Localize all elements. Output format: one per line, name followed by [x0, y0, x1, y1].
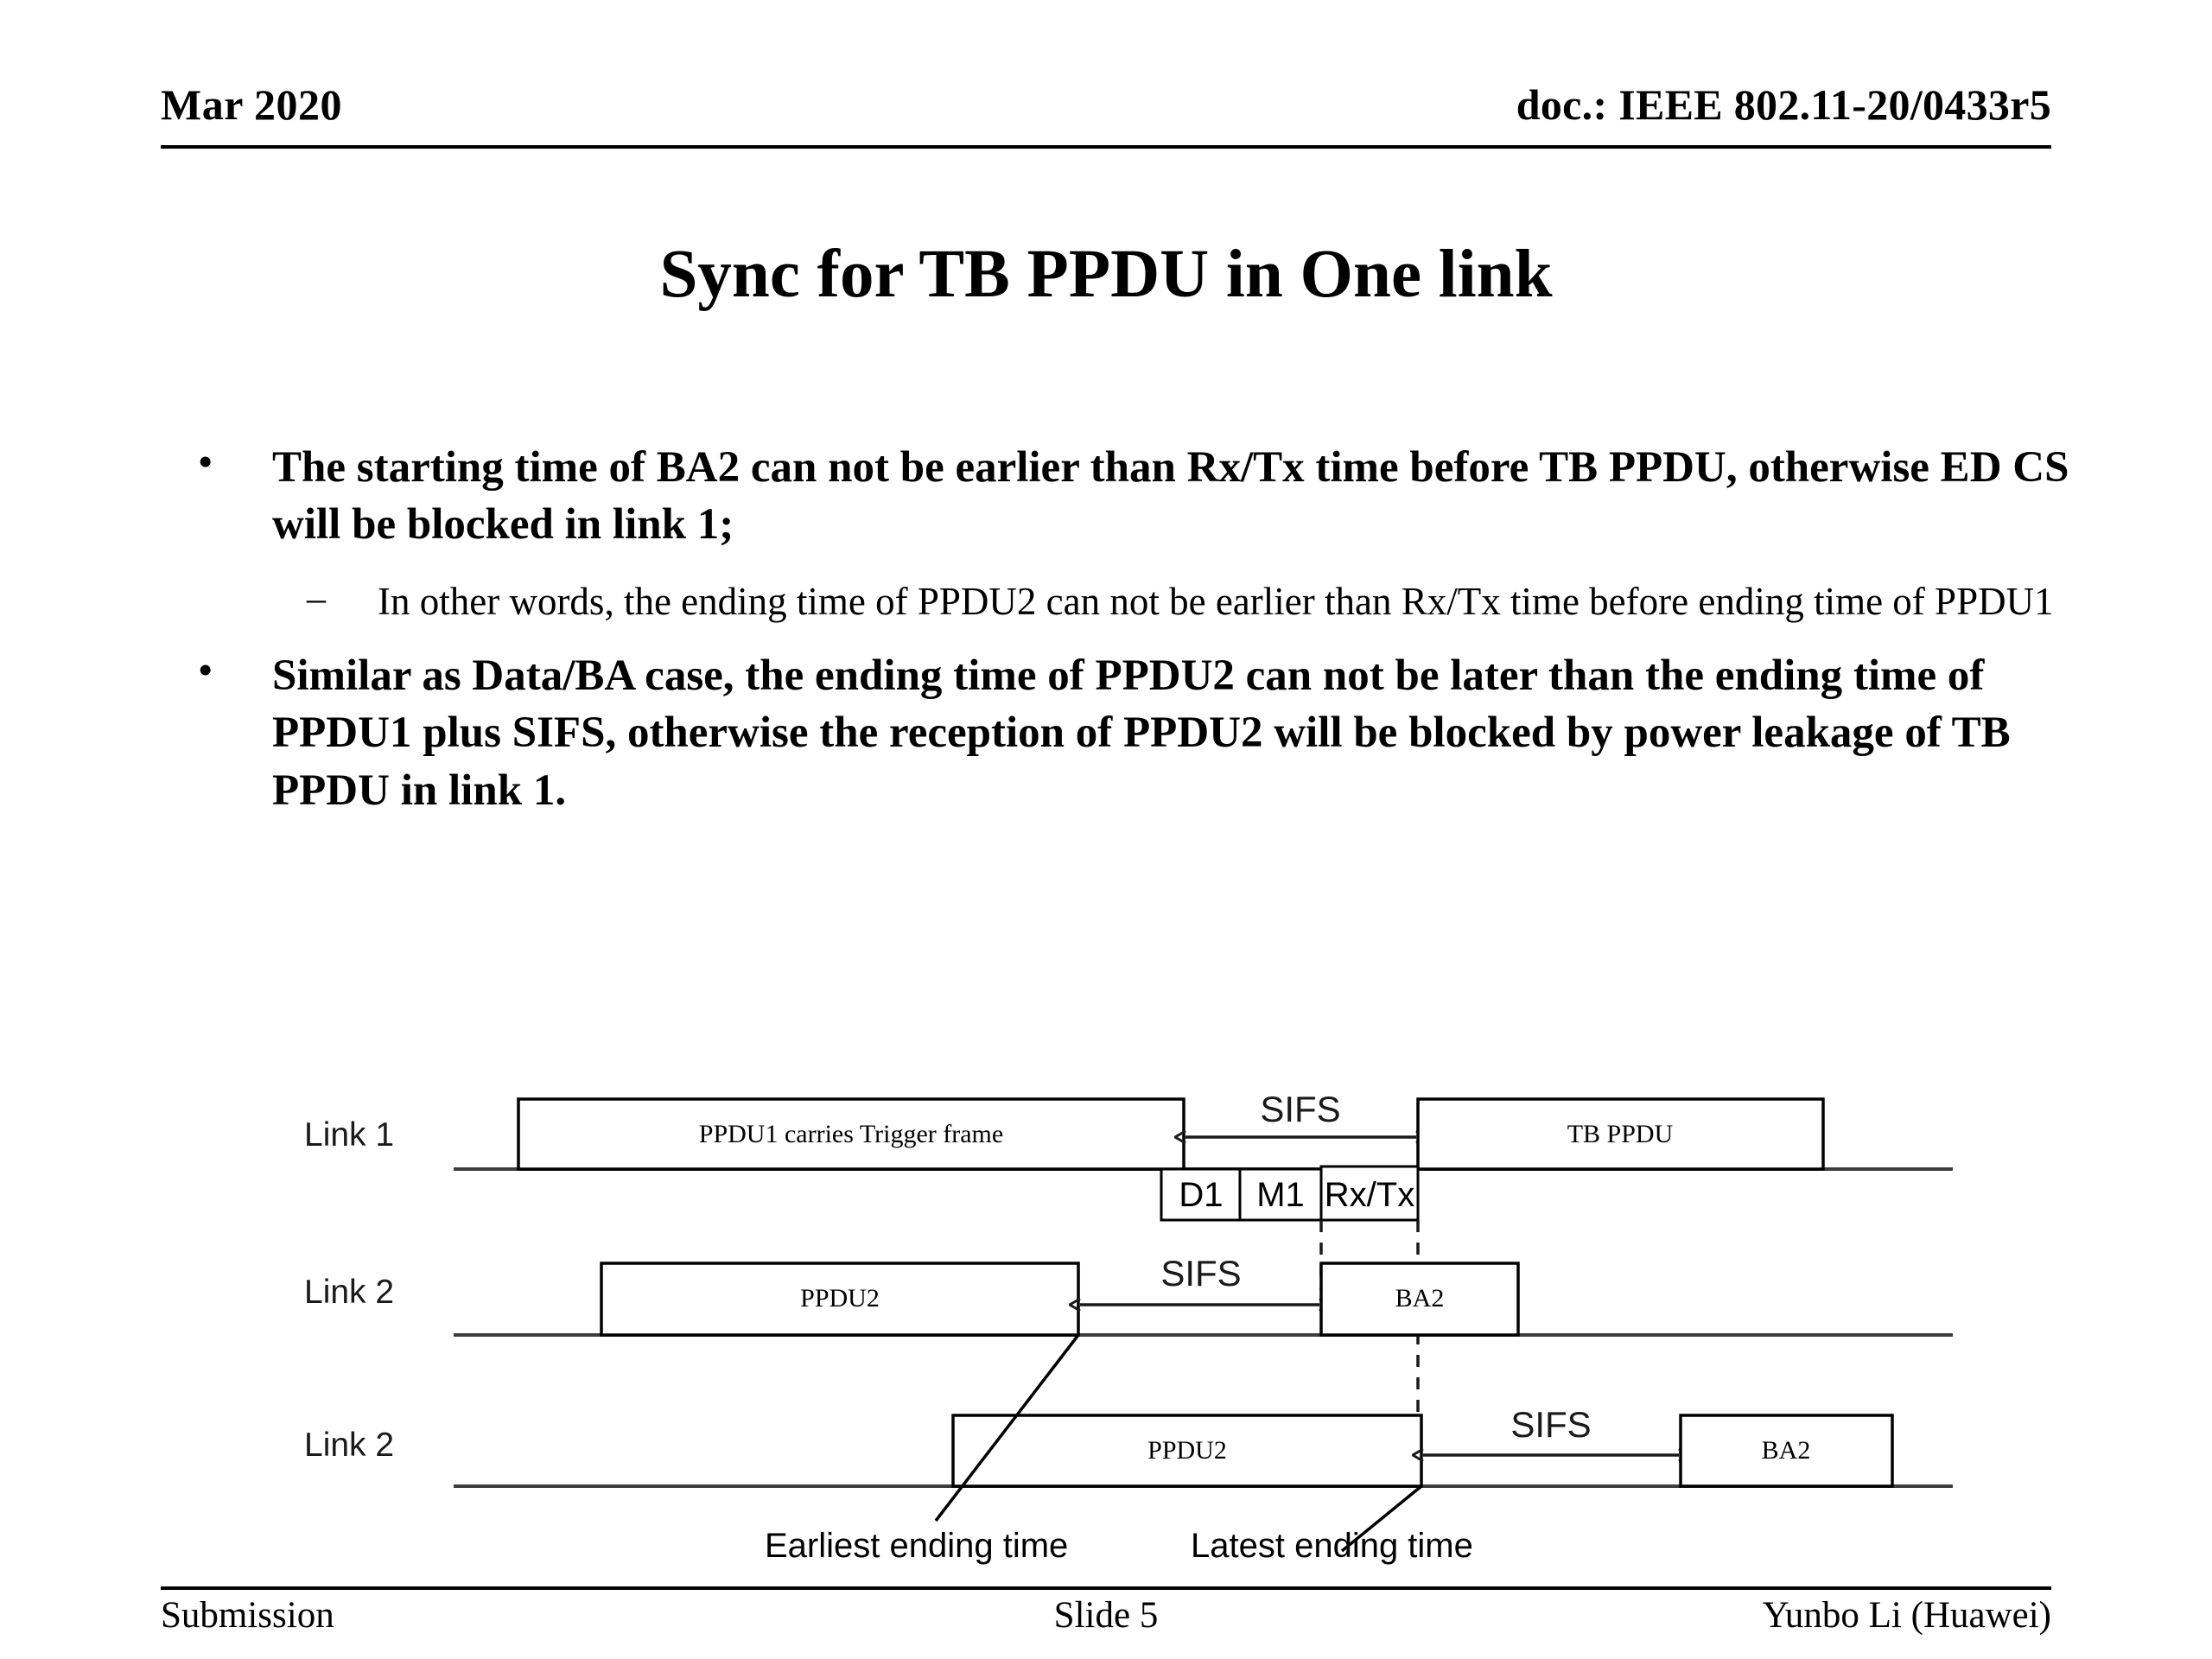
box-m1 [1238, 1167, 1323, 1222]
timing-diagram: Link 1 PPDU1 carries Trigger frame SIFS … [0, 1028, 2212, 1581]
box-rxtx-label: Rx/Tx [1325, 1176, 1414, 1214]
bullet-item-3: • Similar as Data/BA case, the ending ti… [177, 647, 2104, 819]
row-label-link2-a: Link 2 [304, 1274, 394, 1311]
row-label-link1: Link 1 [304, 1116, 394, 1154]
header-divider [161, 145, 2051, 149]
sifs-label-row1: SIFS [1260, 1089, 1340, 1129]
box-tb-ppdu [1416, 1097, 1825, 1171]
footer-divider [161, 1586, 2051, 1590]
box-tb-ppdu-label: TB PPDU [1567, 1120, 1674, 1148]
box-ba2-row3-label: BA2 [1762, 1436, 1811, 1465]
bullet-text: The starting time of BA2 can not be earl… [272, 443, 2069, 550]
box-ppdu2-row3 [951, 1414, 1423, 1488]
bullet-marker: • [199, 441, 213, 483]
box-ba2-row3 [1679, 1414, 1894, 1488]
header-date: Mar 2020 [161, 80, 342, 129]
page-title: Sync for TB PPDU in One link [659, 237, 1553, 312]
bullet-item-1: • The starting time of BA2 can not be ea… [177, 439, 2104, 554]
spacer [177, 554, 2104, 576]
slide-body: • The starting time of BA2 can not be ea… [177, 439, 2104, 819]
leader-line-latest [1340, 1484, 1423, 1553]
box-ppdu1-label: PPDU1 carries Trigger frame [699, 1120, 1003, 1148]
header-document-number: doc.: IEEE 802.11-20/0433r5 [1516, 80, 2051, 129]
row-label-link2-b: Link 2 [304, 1427, 394, 1464]
box-ba2-row2 [1319, 1262, 1520, 1337]
sub-bullet-text: In other words, the ending time of PPDU2… [378, 579, 2054, 623]
box-ppdu2-row2 [600, 1262, 1080, 1337]
box-ba2-row2-label: BA2 [1395, 1284, 1445, 1313]
box-ppdu2-row3-label: PPDU2 [1147, 1436, 1227, 1465]
bullet-text: Similar as Data/BA case, the ending time… [272, 652, 2011, 815]
sub-bullet-marker: – [307, 576, 326, 620]
box-ppdu2-row2-label: PPDU2 [800, 1284, 880, 1313]
leader-line-earliest [934, 1333, 1080, 1522]
sifs-label-row3: SIFS [1510, 1404, 1591, 1445]
slide-header: Mar 2020 doc.: IEEE 802.11-20/0433r5 [161, 79, 2051, 142]
slide-footer: Submission Slide 5 Yunbo Li (Huawei) [161, 1594, 2051, 1646]
box-d1 [1160, 1167, 1242, 1222]
footer-slide-number: Slide 5 [1053, 1595, 1159, 1636]
note-earliest-ending-time: Earliest ending time [765, 1527, 1068, 1565]
note-latest-ending-time: Latest ending time [1191, 1527, 1473, 1565]
box-d1-label: D1 [1179, 1176, 1223, 1214]
box-rxtx [1319, 1165, 1420, 1222]
bullet-marker: • [199, 649, 213, 692]
box-m1-label: M1 [1256, 1176, 1305, 1214]
spacer [177, 626, 2104, 647]
footer-submission: Submission [161, 1595, 334, 1636]
footer-author: Yunbo Li (Huawei) [1762, 1595, 2051, 1636]
sifs-label-row2: SIFS [1160, 1253, 1241, 1294]
bullet-item-2: – In other words, the ending time of PPD… [177, 576, 2104, 627]
